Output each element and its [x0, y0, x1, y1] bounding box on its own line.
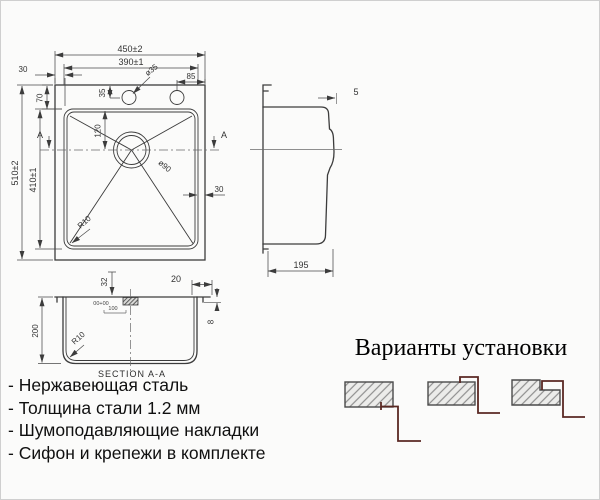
dim-bowl-depth: 200: [31, 324, 40, 338]
dim-drain-offset: 120: [94, 124, 103, 138]
dim-right-rim: 30: [215, 185, 224, 194]
dim-corner-radius-section: R10: [70, 330, 87, 347]
faucet-hole-right: [169, 90, 185, 105]
faucet-hole-left: [121, 90, 137, 105]
dim-depth: 195: [293, 260, 308, 270]
section-bowl-outer: [62, 296, 198, 365]
installation-diagrams: [344, 376, 585, 442]
feature-item-siphon: - Сифон и крепежи в комплекте: [8, 442, 266, 463]
dim-corner-radius-top: R10: [76, 214, 93, 231]
dim-drain-diameter: ø90: [156, 158, 173, 174]
dim-hole-to-edge: 85: [187, 72, 196, 81]
dim-hole-diameter: ø35: [143, 62, 160, 78]
feature-item-noise-pads: - Шумоподавляющие накладки: [8, 420, 260, 441]
top-view-drawing: 450±2 390±1 30 85 ø35 35 70: [10, 44, 227, 261]
dim-overall-width: 450±2: [118, 44, 143, 54]
countertop-section-3: [511, 379, 561, 406]
dim-inner-width: 390±1: [119, 57, 144, 67]
installation-title: Варианты установки: [354, 335, 568, 361]
dim-inner-depth: 410±1: [28, 168, 38, 193]
section-rim: [54, 296, 211, 303]
feature-list: - Нержавеющая сталь - Толщина стали 1.2 …: [8, 374, 265, 464]
dim-rim-width: 20: [171, 274, 181, 284]
section-view-drawing: 00+00 100 32 20 8 200 R10 SECTION A-A: [31, 271, 221, 379]
dim-rim-height: 8: [207, 319, 216, 324]
bowl-outline-outer: [63, 108, 199, 250]
feature-item-thickness: - Толщина стали 1.2 мм: [8, 397, 201, 418]
drain-fitting-detail: [122, 297, 139, 306]
dim-hole-offset: 35: [98, 88, 107, 97]
mounting-flange: [262, 84, 272, 254]
install-option-recessed: [511, 379, 585, 418]
sink-outer-outline: [54, 84, 206, 261]
feature-item-material: - Нержавеющая сталь: [8, 375, 189, 395]
dim-drain-height: 32: [100, 277, 109, 286]
dim-lip: 5: [353, 87, 358, 97]
section-marker-right: A: [221, 130, 227, 140]
dim-drain-width: 100: [108, 306, 117, 312]
install-option-flush: [427, 376, 500, 414]
sink-edge-profile-3: [541, 380, 585, 418]
bowl-diagonals: [69, 115, 194, 244]
bowl-outline-inner: [66, 111, 196, 247]
dim-left-rim: 30: [19, 65, 28, 74]
dim-top-rim: 70: [36, 93, 45, 102]
countertop-section-1: [344, 381, 394, 408]
section-label: SECTION A-A: [98, 369, 166, 379]
dim-overall-depth: 510±2: [10, 161, 20, 186]
sink-edge-profile-2: [459, 376, 500, 414]
sink-edge-profile-1: [380, 402, 421, 442]
section-bowl-inner: [65, 297, 195, 361]
drain-marks: 00+00: [93, 301, 108, 307]
side-view-drawing: 5 195: [250, 84, 359, 277]
section-marker-left: A: [37, 130, 43, 140]
countertop-section-2: [427, 381, 476, 406]
side-profile: [262, 106, 335, 245]
install-option-overmount: [344, 381, 421, 442]
